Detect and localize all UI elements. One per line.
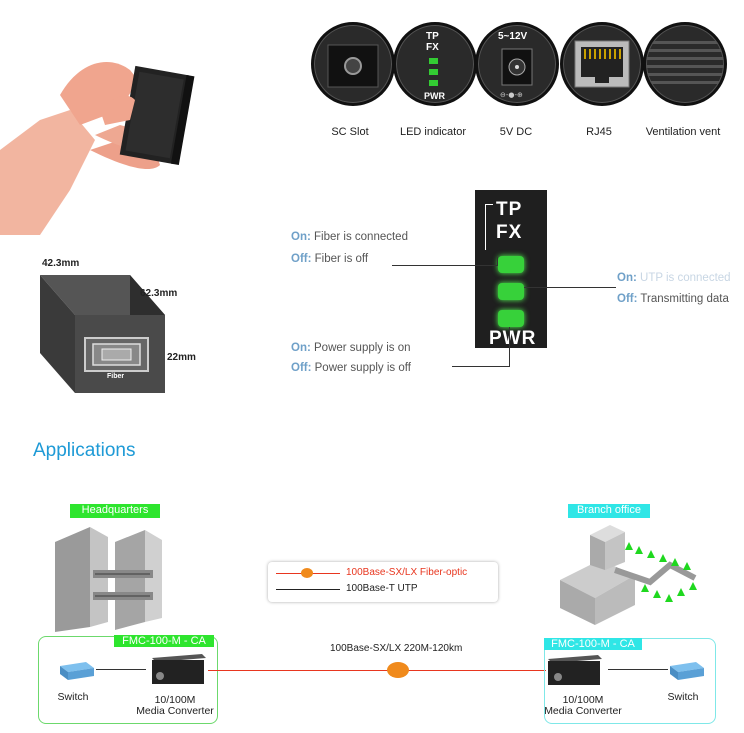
legend-fiber-icon: [301, 568, 313, 578]
ventilation-vent-closeup: [643, 22, 727, 106]
tp-off-info: Off: Transmitting data: [617, 293, 729, 305]
tp-leader-line: [524, 287, 616, 288]
feature-label-dc: 5V DC: [499, 126, 533, 138]
led-panel: TP FX PWR: [475, 190, 547, 349]
led-panel-tp: TP: [496, 199, 523, 220]
legend-fiber-label: 100Base-SX/LX Fiber-optic: [346, 567, 468, 578]
dc-voltage-label: 5~12V: [498, 31, 528, 42]
product-photo: [0, 0, 210, 235]
right-switch-label: Switch: [667, 691, 699, 703]
left-converter-icon: [146, 652, 208, 686]
left-switch-icon: [56, 660, 96, 682]
legend-utp-label: 100Base-T UTP: [346, 583, 418, 594]
fiber-link-icon: [387, 662, 409, 678]
led-green-3: [429, 80, 438, 86]
left-switch-label: Switch: [57, 691, 89, 703]
port-label: Fiber: [107, 373, 125, 380]
led-green-1: [429, 58, 438, 64]
feature-label-sc-slot: SC Slot: [331, 126, 369, 138]
dimension-diagram: Fiber: [30, 255, 210, 395]
tp-label: TP: [426, 31, 439, 42]
pwr-led: [498, 310, 524, 327]
dimension-depth: 62.3mm: [140, 288, 178, 299]
link-label: 100Base-SX/LX 220M-120km: [330, 643, 463, 654]
right-model-tag: FMC-100-M - CA: [544, 638, 642, 650]
hq-label: Headquarters: [70, 504, 160, 518]
rj45-closeup: [560, 22, 644, 106]
feature-label-rj45: RJ45: [586, 126, 612, 138]
svg-text:⊖-●-⊕: ⊖-●-⊕: [500, 91, 523, 99]
legend: 100Base-SX/LX Fiber-optic 100Base-T UTP: [268, 562, 498, 602]
dimension-width: 42.3mm: [42, 258, 80, 269]
sc-slot-closeup: [311, 22, 395, 106]
legend-utp-line: [276, 589, 340, 590]
pwr-off-info: Off: Power supply is off: [291, 362, 411, 374]
fiber-link: [208, 670, 546, 671]
right-utp-link: [608, 669, 668, 670]
fx-label: FX: [426, 42, 439, 53]
led-panel-pwr: PWR: [489, 328, 537, 349]
left-model-tag: FMC-100-M - CA: [114, 635, 214, 647]
hq-building-icon: [50, 522, 170, 632]
tp-on-info: On: UTP is connected: [617, 272, 731, 284]
left-utp-link: [96, 669, 146, 670]
pwr-label: PWR: [424, 91, 445, 101]
fx-off-info: Off: Fiber is off: [291, 253, 369, 265]
pwr-leader-line: [452, 366, 509, 367]
led-indicator-closeup: TP FX PWR: [393, 22, 477, 106]
right-switch-icon: [666, 660, 706, 682]
branch-building-icon: [555, 520, 705, 632]
led-panel-fx: FX: [496, 222, 523, 243]
feature-label-led: LED indicator: [399, 126, 467, 138]
fx-leader-line: [392, 265, 497, 266]
dc-port-closeup: 5~12V ⊖-●-⊕: [475, 22, 559, 106]
pwr-on-info: On: Power supply is on: [291, 342, 411, 354]
applications-title: Applications: [33, 440, 136, 461]
feature-label-vent: Ventilation vent: [645, 126, 721, 138]
fx-on-info: On: Fiber is connected: [291, 231, 408, 243]
branch-label: Branch office: [568, 504, 650, 518]
tp-led: [498, 283, 524, 300]
dimension-height: 22mm: [167, 352, 196, 363]
fx-led: [498, 256, 524, 273]
right-converter-icon: [546, 653, 608, 687]
led-green-2: [429, 69, 438, 75]
